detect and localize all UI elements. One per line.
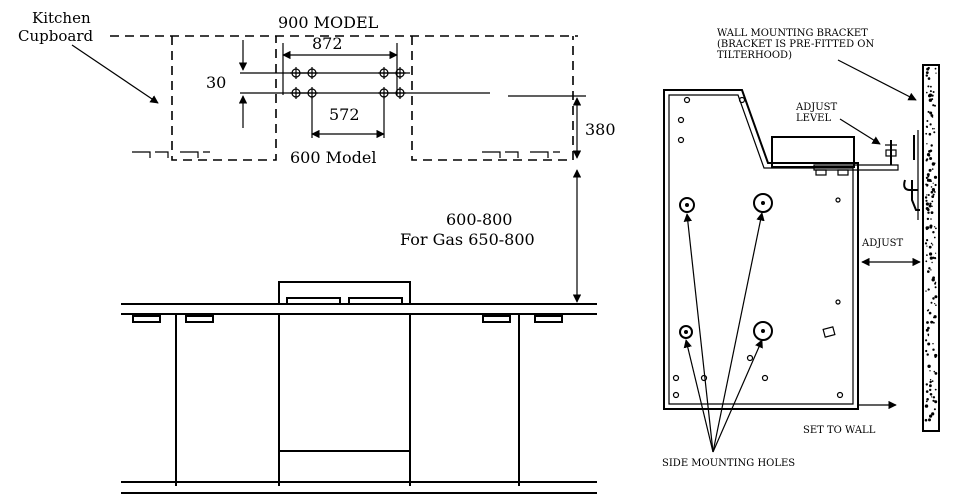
model-600-label: 600 Model — [290, 148, 376, 167]
plate-clip-1 — [815, 169, 827, 176]
bracket-label-line1: WALL MOUNTING BRACKET — [717, 28, 868, 39]
dim-30-label: 30 — [206, 73, 226, 92]
hole-leader-1 — [683, 213, 714, 453]
hole-leader-3 — [712, 212, 765, 453]
drawer-handle-4 — [534, 315, 563, 323]
rangehood-side-view: WALL MOUNTING BRACKET (BRACKET IS PRE-FI… — [662, 28, 940, 469]
top-bracket-plate — [813, 164, 899, 171]
bracket-leader-arrow — [837, 59, 917, 101]
bracket-label-line2: (BRACKET IS PRE-FITTED ON — [717, 39, 874, 50]
height-range-label: 600-800 — [446, 210, 512, 229]
cupboard-leader-arrow — [71, 44, 159, 104]
bracket-label-line3: TILTERHOOD) — [717, 50, 792, 61]
set-to-wall-label: SET TO WALL — [803, 425, 876, 436]
wall-speckle — [924, 66, 938, 422]
gas-range-label: For Gas 650-800 — [400, 230, 535, 249]
cupboard-elevation: Kitchen Cupboard 900 MODEL 872 30 — [18, 9, 616, 494]
adjust-level-line2: LEVEL — [796, 113, 831, 124]
right-cupboard-hinge-marks — [482, 151, 560, 158]
stove-top — [278, 281, 411, 305]
motor-housing — [771, 136, 855, 168]
right-cupboard-outline — [411, 36, 574, 161]
cupboard-label-line1: Kitchen — [32, 9, 91, 27]
hole-leader-2 — [683, 339, 714, 453]
side-mounting-holes-icons — [679, 193, 773, 341]
drawer-handle-2 — [185, 315, 214, 323]
left-cupboard-hinge-marks — [132, 151, 210, 158]
cupboard-label-line2: Cupboard — [18, 27, 93, 45]
body-screws — [672, 96, 844, 399]
dim-380-label: 380 — [585, 120, 616, 139]
plate-clip-2 — [837, 169, 849, 176]
side-holes-label: SIDE MOUNTING HOLES — [662, 458, 795, 469]
hood-body-outer — [663, 89, 859, 410]
adjust-level-screw-icon — [885, 140, 897, 165]
model-900-label: 900 MODEL — [278, 13, 379, 32]
mounting-holes — [290, 67, 406, 99]
adjust-label: ADJUST — [861, 238, 904, 249]
hole-leader-4 — [712, 339, 763, 453]
drawer-handle-1 — [132, 315, 161, 323]
adjust-level-arrow — [839, 118, 881, 145]
drawer-handle-3 — [482, 315, 511, 323]
adjust-level-line1: ADJUST — [795, 102, 838, 113]
left-cupboard-outline — [171, 36, 277, 161]
label-tag-icon — [822, 326, 836, 338]
dim-872-label: 872 — [312, 34, 343, 53]
dim-572-label: 572 — [329, 105, 360, 124]
